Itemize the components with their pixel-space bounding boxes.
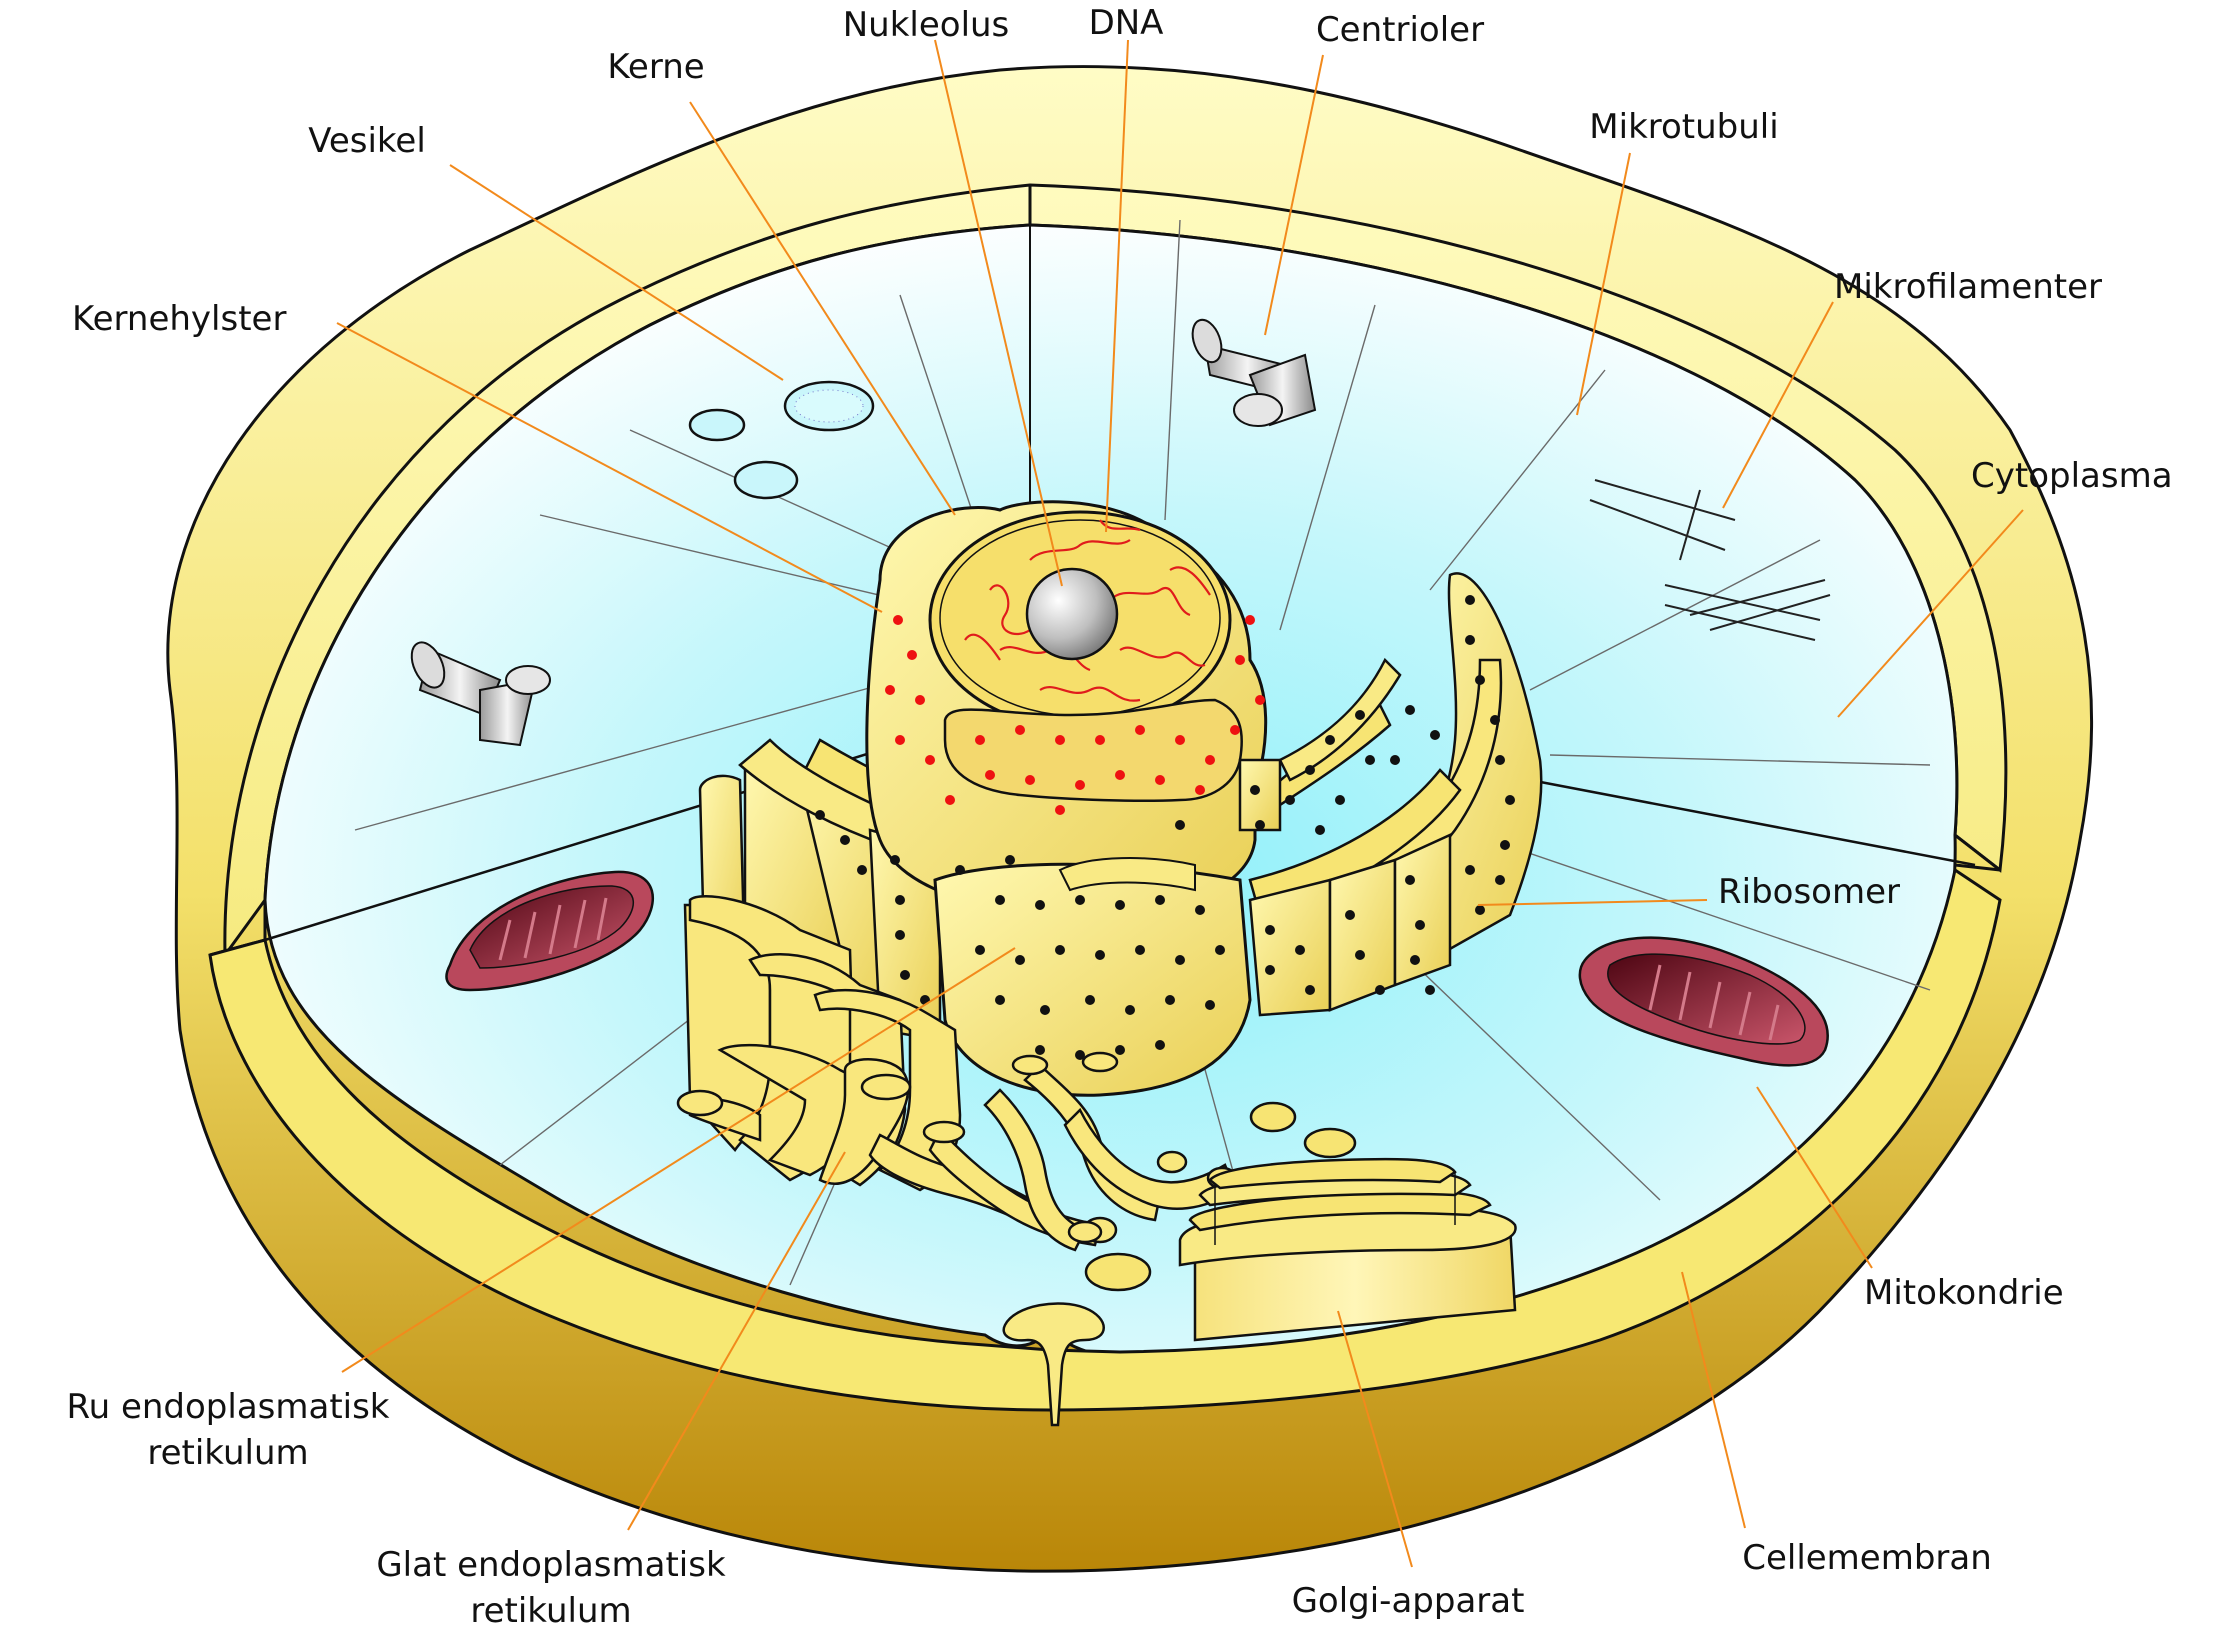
label-cytoplasma: Cytoplasma [1971, 456, 2173, 496]
label-kernehylster: Kernehylster [72, 299, 287, 339]
label-ru-er-line2: retikulum [147, 1433, 309, 1473]
dna-strands [964, 519, 1211, 702]
mitochondrion-right [1578, 936, 1829, 1067]
label-glat-er-line1: Glat endoplasmatisk [376, 1545, 726, 1585]
exocytosis-pit [1002, 1302, 1105, 1427]
nucleolus [1025, 567, 1119, 661]
membrane-front-band [208, 867, 2002, 1412]
ribosomes [815, 595, 1515, 1060]
label-dna: DNA [1088, 3, 1164, 43]
vesicles [688, 380, 875, 500]
centriole-top [1191, 318, 1317, 427]
label-ribosomer: Ribosomer [1718, 872, 1900, 912]
label-glat-er-line2: retikulum [470, 1591, 632, 1631]
label-mikrotubuli: Mikrotubuli [1589, 107, 1779, 147]
label-centrioler: Centrioler [1315, 10, 1485, 50]
label-nukleolus: Nukleolus [842, 5, 1010, 45]
microfilaments [1589, 479, 1831, 641]
label-mitokondrie: Mitokondrie [1864, 1273, 2064, 1313]
centriole-left [410, 641, 551, 747]
nucleus [865, 500, 1268, 917]
leader-lines [336, 39, 2024, 1568]
label-golgi: Golgi-apparat [1291, 1581, 1525, 1621]
label-kerne: Kerne [607, 47, 705, 87]
label-ru-er-line1: Ru endoplasmatisk [66, 1387, 390, 1427]
golgi-apparatus [1178, 1157, 1517, 1342]
label-mikrofilamenter: Mikrofilamenter [1834, 267, 2103, 307]
mitochondrion-left [445, 870, 654, 992]
golgi-vesicles [1084, 1101, 1357, 1292]
label-vesikel: Vesikel [308, 121, 426, 161]
rough-er-front [933, 857, 1252, 1097]
smooth-er [676, 895, 1238, 1252]
label-glat-er: Glat endoplasmatisk retikulum [376, 1542, 725, 1634]
label-ru-er: Ru endoplasmatisk retikulum [66, 1384, 389, 1476]
label-cellemembran: Cellemembran [1742, 1538, 1992, 1578]
